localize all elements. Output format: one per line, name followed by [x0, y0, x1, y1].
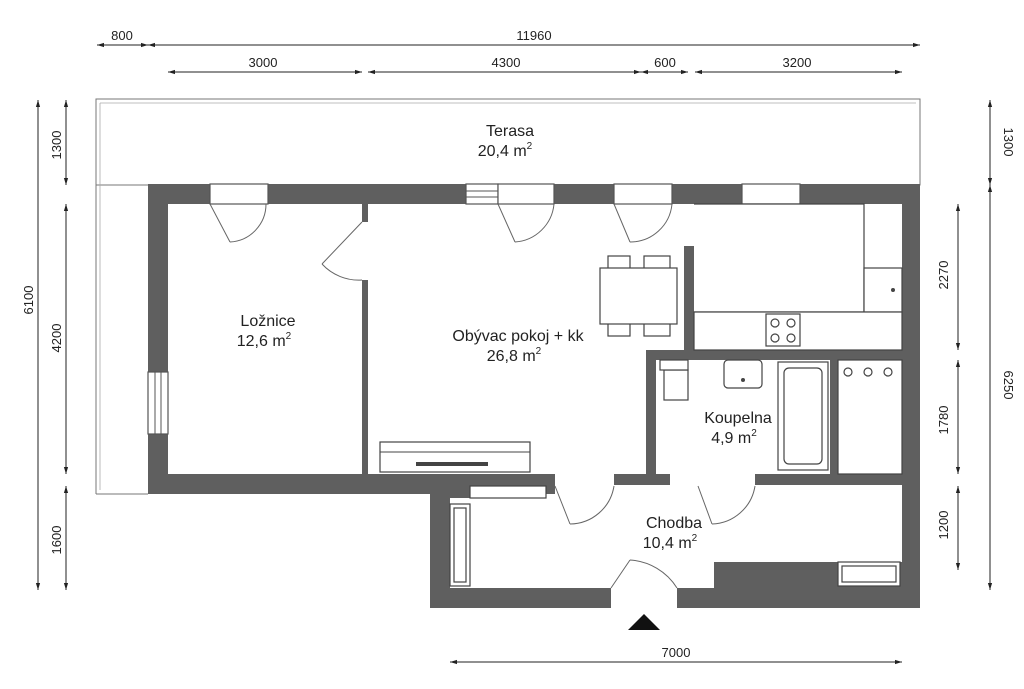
washbasin: [723, 359, 763, 389]
kitchen-counter-top: [694, 203, 865, 313]
dim-right-1: 1300: [1001, 128, 1016, 157]
dim-left-3: 1600: [49, 526, 64, 555]
dim-top-1: 3000: [249, 55, 278, 70]
dim-left-2: 4200: [49, 324, 64, 353]
dim-left-total: 6100: [21, 286, 36, 315]
bedroom-name: Ložnice: [240, 313, 295, 330]
furniture: [379, 203, 903, 587]
dining-table: [599, 267, 678, 325]
entrance-arrow-icon: [628, 614, 660, 630]
terrace-area: 20,4 m2: [478, 141, 533, 160]
dim-right-3: 1780: [936, 406, 951, 435]
washing-machine: [837, 359, 903, 475]
dim-top-4: 3200: [783, 55, 812, 70]
dim-bottom: 7000: [662, 645, 691, 660]
living-room-name: Obývac pokoj + kk: [452, 328, 584, 345]
terrace-name: Terasa: [486, 123, 534, 140]
cooktop: [765, 313, 801, 347]
tv-cabinet: [379, 441, 531, 473]
dim-top-total: 11960: [516, 28, 551, 43]
living-room-area: 26,8 m2: [487, 346, 542, 365]
room-labels: Terasa 20,4 m2 Ložnice 12,6 m2 Obývac po…: [237, 123, 772, 552]
dimension-labels: 800 11960 3000 4300 600 3200 7000 6100 1…: [21, 28, 1016, 660]
kitchen-sink: [863, 267, 903, 313]
hallway-name: Chodba: [646, 515, 702, 532]
toilet: [663, 369, 689, 401]
hallway-shelf: [469, 485, 547, 499]
dim-right-total: 6250: [1001, 371, 1016, 400]
dim-top-2: 4300: [492, 55, 521, 70]
hallway-area: 10,4 m2: [643, 533, 698, 552]
dim-right-2: 2270: [936, 261, 951, 290]
dim-right-4: 1200: [936, 511, 951, 540]
windows: [147, 183, 801, 435]
dim-top-3: 600: [654, 55, 676, 70]
dim-top-left: 800: [111, 28, 133, 43]
bathroom-name: Koupelna: [704, 410, 772, 427]
dim-left-1: 1300: [49, 131, 64, 160]
dimension-lines: [35, 42, 993, 665]
bathroom-area: 4,9 m2: [711, 428, 757, 447]
bedroom-area: 12,6 m2: [237, 331, 292, 350]
